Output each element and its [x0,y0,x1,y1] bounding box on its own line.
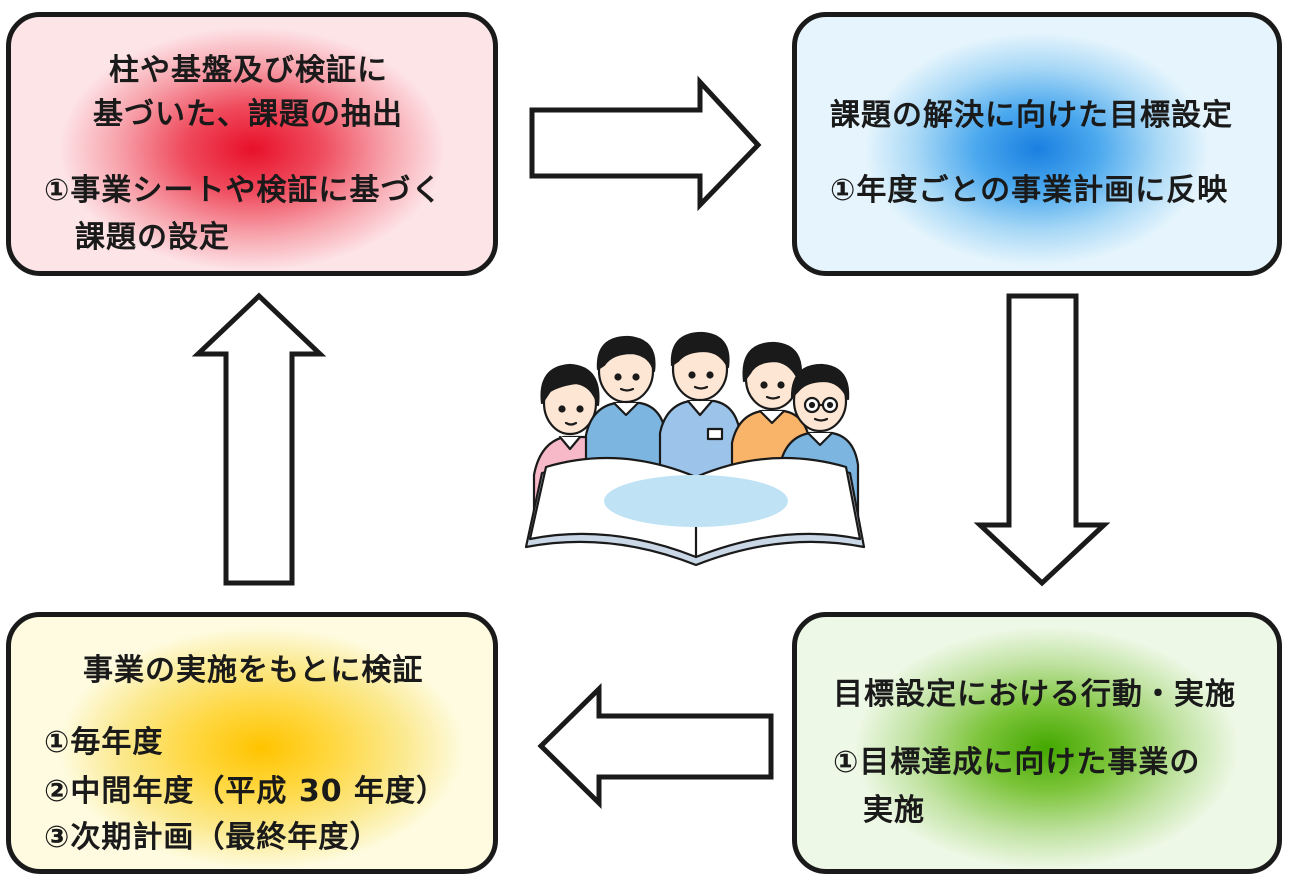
goal-setting-item1: ①年度ごとの事業計画に反映 [830,173,1229,208]
verification-item2: ②中間年度（平成 30 年度） [44,774,448,809]
action-implementation-item1-line2: 実施 [863,793,925,828]
verification-title: 事業の実施をもとに検証 [83,653,424,688]
verification-item1: ①毎年度 [44,725,164,760]
goal-setting-title: 課題の解決に向けた目標設定 [830,98,1233,133]
verification-item3: ③次期計画（最終年度） [44,820,381,855]
action-implementation-title: 目標設定における行動・実施 [833,677,1236,712]
extract-issues-title-line2: 基づいた、課題の抽出 [93,97,403,132]
extract-issues-item1-line2: 課題の設定 [75,220,230,255]
extract-issues-item1-line1: ①事業シートや検証に基づく [44,173,443,208]
extract-issues-title-line1: 柱や基盤及び検証に [109,53,388,88]
box-goal-setting: 課題の解決に向けた目標設定 ①年度ごとの事業計画に反映 [792,12,1282,276]
box-action-implementation: 目標設定における行動・実施 ①目標達成に向けた事業の 実施 [792,612,1282,874]
box-verification: 事業の実施をもとに検証 ①毎年度 ②中間年度（平成 30 年度） ③次期計画（最… [6,612,498,874]
action-implementation-item1-line1: ①目標達成に向けた事業の [833,745,1201,780]
people-reading-book-illustration [524,331,866,567]
box-extract-issues: 柱や基盤及び検証に 基づいた、課題の抽出 ①事業シートや検証に基づく 課題の設定 [6,12,498,276]
